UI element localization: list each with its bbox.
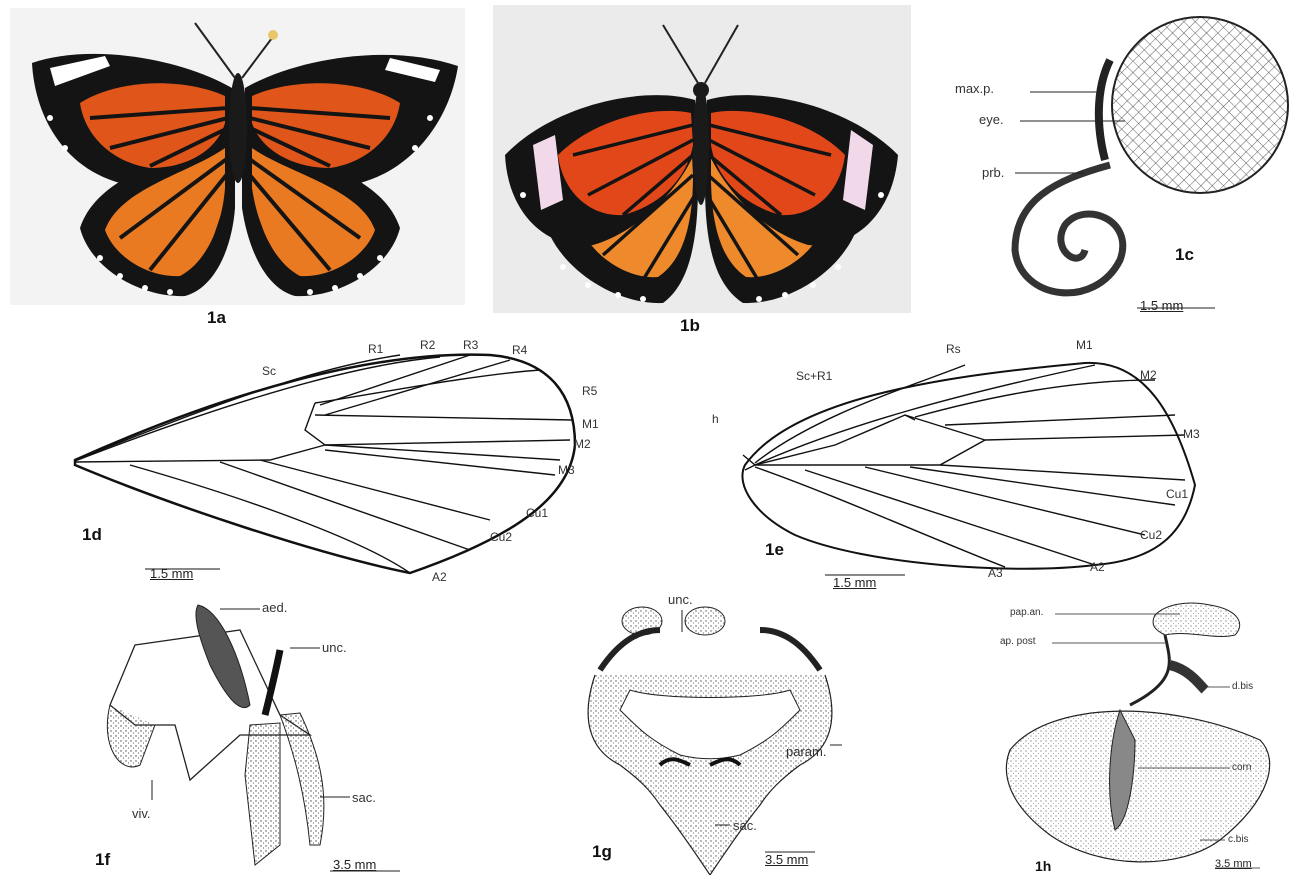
label-param: param. bbox=[786, 744, 826, 759]
panel-1b-label: 1b bbox=[680, 316, 700, 336]
label-sac-f: sac. bbox=[352, 790, 376, 805]
panel-1e-scale: 1.5 mm bbox=[833, 575, 876, 590]
vein-label-sc-r1: Sc+R1 bbox=[796, 369, 832, 383]
panel-1d-scale: 1.5 mm bbox=[150, 566, 193, 581]
panel-1a bbox=[10, 8, 465, 305]
panel-1g-scale: 3.5 mm bbox=[765, 852, 808, 867]
butterfly-photo-1b bbox=[493, 5, 911, 313]
vein-label-a2: A2 bbox=[432, 570, 447, 584]
panel-1b bbox=[493, 5, 911, 313]
vein-label-a3-hw: A3 bbox=[988, 566, 1003, 580]
label-ap-post: ap. post bbox=[1000, 636, 1036, 647]
panel-1e bbox=[715, 355, 1225, 580]
label-unc-f: unc. bbox=[322, 640, 347, 655]
vein-label-cu1: Cu1 bbox=[526, 506, 548, 520]
label-c-bis: c.bis bbox=[1228, 834, 1249, 845]
panel-1f bbox=[80, 595, 420, 875]
vein-label-m1-hw: M1 bbox=[1076, 338, 1093, 352]
vein-label-m2-hw: M2 bbox=[1140, 368, 1157, 382]
vein-label-m1: M1 bbox=[582, 417, 599, 431]
vein-label-m3: M3 bbox=[558, 463, 575, 477]
vein-label-cu2-hw: Cu2 bbox=[1140, 528, 1162, 542]
panel-1c-label: 1c bbox=[1175, 245, 1194, 265]
panel-1d-label: 1d bbox=[82, 525, 102, 545]
vein-label-a2-hw: A2 bbox=[1090, 560, 1105, 574]
panel-1a-label: 1a bbox=[207, 308, 226, 328]
label-eye: eye. bbox=[979, 112, 1004, 127]
vein-label-m3-hw: M3 bbox=[1183, 427, 1200, 441]
female-genitalia-drawing bbox=[990, 590, 1310, 875]
hindwing-venation-drawing bbox=[715, 355, 1225, 580]
panel-1f-label: 1f bbox=[95, 850, 110, 870]
vein-label-cu2: Cu2 bbox=[490, 530, 512, 544]
label-pap-an: pap.an. bbox=[1010, 607, 1043, 618]
panel-1e-label: 1e bbox=[765, 540, 784, 560]
panel-1h-scale: 3.5 mm bbox=[1215, 858, 1252, 870]
vein-label-r4: R4 bbox=[512, 343, 527, 357]
label-maxp: max.p. bbox=[955, 81, 994, 96]
panel-1h-label: 1h bbox=[1035, 858, 1051, 874]
vein-label-m2: M2 bbox=[574, 437, 591, 451]
label-aed: aed. bbox=[262, 600, 287, 615]
vein-label-rs: Rs bbox=[946, 342, 961, 356]
label-sac-g: sac. bbox=[733, 818, 757, 833]
label-corn: corn bbox=[1232, 762, 1251, 773]
panel-1h bbox=[990, 590, 1310, 875]
label-d-bis: d.bis bbox=[1232, 681, 1253, 692]
vein-label-sc: Sc bbox=[262, 364, 276, 378]
vein-label-r1: R1 bbox=[368, 342, 383, 356]
butterfly-photo-1a bbox=[10, 8, 465, 305]
panel-1g bbox=[560, 590, 860, 875]
male-genitalia-ventral-drawing bbox=[560, 590, 860, 875]
vein-label-r5: R5 bbox=[582, 384, 597, 398]
vein-label-r2: R2 bbox=[420, 338, 435, 352]
vein-label-cu1-hw: Cu1 bbox=[1166, 487, 1188, 501]
panel-1f-scale: 3.5 mm bbox=[333, 857, 376, 872]
panel-1g-label: 1g bbox=[592, 842, 612, 862]
vein-label-h: h bbox=[712, 412, 719, 426]
label-prb: prb. bbox=[982, 165, 1004, 180]
male-genitalia-lateral-drawing bbox=[80, 595, 420, 875]
label-unc-g: unc. bbox=[668, 592, 693, 607]
vein-label-r3: R3 bbox=[463, 338, 478, 352]
panel-1c-scale: 1.5 mm bbox=[1140, 298, 1183, 313]
label-viv: viv. bbox=[132, 806, 151, 821]
